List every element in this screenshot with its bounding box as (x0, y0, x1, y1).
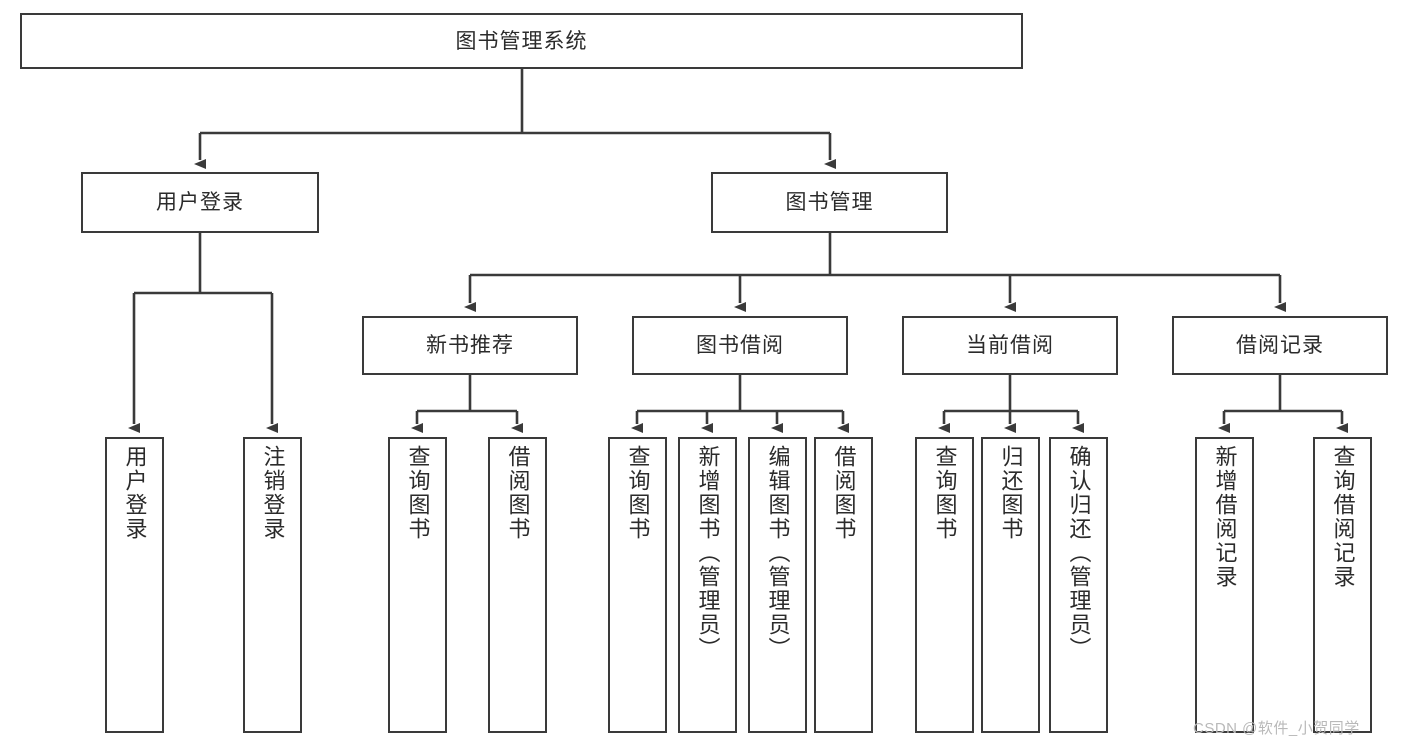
node-user-login-label: 用户登录 (156, 191, 244, 214)
leaf-add-book-label: 新增图书（管理员） (695, 445, 721, 661)
leaf-logout[interactable]: 注销登录 (243, 437, 302, 733)
leaf-query-book-1[interactable]: 查询图书 (388, 437, 447, 733)
node-root-label: 图书管理系统 (455, 29, 588, 53)
leaf-user-login-label: 用户登录 (122, 445, 148, 541)
leaf-confirm-return[interactable]: 确认归还（管理员） (1049, 437, 1108, 733)
leaf-add-record-label: 新增借阅记录 (1212, 445, 1238, 589)
leaf-edit-book[interactable]: 编辑图书（管理员） (748, 437, 807, 733)
csdn-watermark: CSDN @软件_小贺同学 (1193, 720, 1360, 737)
leaf-query-book-3-label: 查询图书 (932, 445, 958, 541)
node-current-borrow[interactable]: 当前借阅 (902, 316, 1118, 375)
leaf-query-record-label: 查询借阅记录 (1330, 445, 1356, 589)
leaf-add-record[interactable]: 新增借阅记录 (1195, 437, 1254, 733)
node-borrow-record[interactable]: 借阅记录 (1172, 316, 1388, 375)
node-book-borrow-label: 图书借阅 (696, 334, 784, 357)
node-root[interactable]: 图书管理系统 (20, 13, 1023, 69)
leaf-query-record[interactable]: 查询借阅记录 (1313, 437, 1372, 733)
leaf-return-book[interactable]: 归还图书 (981, 437, 1040, 733)
leaf-borrow-book-1-label: 借阅图书 (505, 445, 531, 541)
leaf-add-book[interactable]: 新增图书（管理员） (678, 437, 737, 733)
leaf-query-book-2[interactable]: 查询图书 (608, 437, 667, 733)
leaf-query-book-1-label: 查询图书 (405, 445, 431, 541)
leaf-query-book-3[interactable]: 查询图书 (915, 437, 974, 733)
node-current-borrow-label: 当前借阅 (966, 334, 1054, 357)
leaf-borrow-book-1[interactable]: 借阅图书 (488, 437, 547, 733)
node-borrow-record-label: 借阅记录 (1236, 334, 1324, 357)
node-new-book-recommend[interactable]: 新书推荐 (362, 316, 578, 375)
leaf-edit-book-label: 编辑图书（管理员） (765, 445, 791, 661)
leaf-user-login[interactable]: 用户登录 (105, 437, 164, 733)
leaf-query-book-2-label: 查询图书 (625, 445, 651, 541)
node-book-manage-label: 图书管理 (785, 191, 874, 214)
leaf-borrow-book-2[interactable]: 借阅图书 (814, 437, 873, 733)
node-new-book-recommend-label: 新书推荐 (426, 334, 514, 357)
leaf-confirm-return-label: 确认归还（管理员） (1066, 445, 1092, 661)
leaf-borrow-book-2-label: 借阅图书 (831, 445, 857, 541)
leaf-logout-label: 注销登录 (260, 445, 286, 541)
node-book-manage[interactable]: 图书管理 (711, 172, 948, 233)
node-book-borrow[interactable]: 图书借阅 (632, 316, 848, 375)
leaf-return-book-label: 归还图书 (998, 445, 1024, 541)
node-user-login[interactable]: 用户登录 (81, 172, 319, 233)
